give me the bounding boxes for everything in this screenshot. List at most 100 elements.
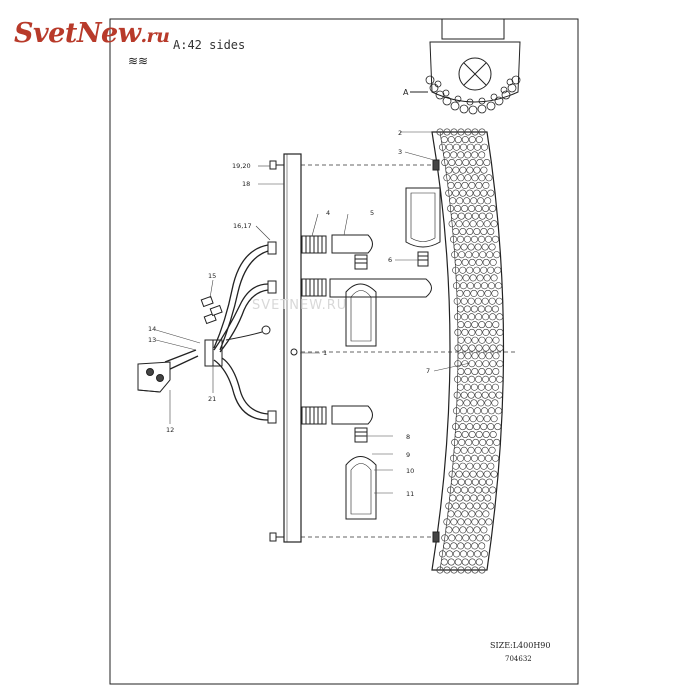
crystal-bead — [475, 313, 483, 321]
crystal-bead — [459, 282, 467, 290]
crystal-bead — [483, 415, 491, 423]
crystal-bead — [484, 383, 492, 391]
crystal-bead — [476, 415, 484, 423]
crystal-bead — [482, 486, 490, 494]
crystal-bead — [485, 478, 493, 486]
crystal-bead — [452, 550, 460, 558]
crystal-bead — [454, 375, 462, 383]
crystal-bead — [460, 243, 468, 251]
crystal-bead — [443, 518, 451, 526]
crystal-bead — [441, 159, 449, 167]
crystal-bead — [468, 360, 476, 368]
crystal-bead — [494, 407, 502, 415]
crystal-bead — [466, 282, 474, 290]
crystal-bead — [489, 375, 497, 383]
crystal-bead — [470, 235, 478, 243]
crystal-bead — [450, 128, 458, 136]
crystal-bead — [464, 478, 472, 486]
crystal-bead — [466, 228, 474, 236]
crystal-bead — [454, 486, 462, 494]
crystal-bead — [448, 470, 456, 478]
callout-2: 2 — [398, 129, 402, 137]
crystal-bead — [474, 446, 482, 454]
crystal-bead — [459, 502, 467, 510]
crystal-bead — [463, 399, 471, 407]
crystal-bead — [492, 321, 500, 329]
terminal-block — [137, 361, 171, 393]
crystal-bead — [480, 189, 488, 197]
crystal-bead — [466, 502, 474, 510]
crystal-bead — [448, 159, 456, 167]
crystal-bead — [480, 143, 488, 151]
crystal-bead — [461, 136, 469, 144]
crystal-bead — [471, 128, 479, 136]
crystal-bead — [488, 391, 496, 399]
crystal-panel — [431, 131, 505, 571]
crystal-bead — [468, 375, 476, 383]
crystal-bead — [461, 258, 469, 266]
crystal-bead — [452, 526, 460, 534]
crystal-bead — [470, 383, 478, 391]
logo-swash-icon: ≋≋ — [128, 54, 149, 68]
crystal-bead — [443, 542, 451, 550]
ground-lug — [261, 325, 271, 335]
crystal-bead — [489, 313, 497, 321]
crystal-bead — [455, 534, 463, 542]
crystal-bead — [478, 478, 486, 486]
crystal-bead — [453, 391, 461, 399]
callout-14: 14 — [148, 325, 156, 333]
crystal-bead — [482, 360, 490, 368]
crystal-bead — [477, 399, 485, 407]
crystal-bead — [480, 266, 488, 274]
crystal-bead — [483, 274, 491, 282]
crystal-bead — [454, 258, 462, 266]
crystal-bead — [491, 399, 499, 407]
crystal-bead — [450, 478, 458, 486]
crystal-bead — [443, 151, 451, 159]
screw-top — [269, 160, 284, 170]
crystal-bead — [456, 289, 464, 297]
crystal-bead — [450, 212, 458, 220]
crystal-bead — [471, 478, 479, 486]
crystal-bead — [445, 526, 453, 534]
callout-13: 13 — [148, 336, 156, 344]
crystal-bead — [460, 297, 468, 305]
crystal-bead — [466, 462, 474, 470]
crystal-bead — [455, 159, 463, 167]
crystal-bead — [487, 189, 495, 197]
crystal-bead — [454, 558, 462, 566]
crystal-bead — [479, 438, 487, 446]
crystal-bead — [457, 212, 465, 220]
crystal-bead — [466, 407, 474, 415]
callout-4: 4 — [326, 209, 330, 217]
crystal-bead — [488, 297, 496, 305]
crystal-bead — [445, 550, 453, 558]
detail-a-crystal-chain — [425, 75, 521, 115]
crystal-bead — [461, 313, 469, 321]
crystal-bead — [490, 220, 498, 228]
crystal-bead — [474, 297, 482, 305]
crystal-bead — [471, 367, 479, 375]
crystal-bead — [452, 407, 460, 415]
callout-21: 21 — [208, 395, 216, 403]
crystal-bead — [477, 197, 485, 205]
crystal-bead — [496, 328, 504, 336]
crystal-bead — [476, 470, 484, 478]
crystal-bead — [467, 446, 475, 454]
callout-15: 15 — [208, 272, 216, 280]
crystal-bead — [450, 518, 458, 526]
socket-middle — [301, 278, 432, 298]
crystal-bead — [480, 282, 488, 290]
crystal-bead — [462, 220, 470, 228]
crystal-bead — [468, 328, 476, 336]
crystal-bead — [475, 258, 483, 266]
crystal-bead — [461, 205, 469, 213]
crystal-bead — [474, 243, 482, 251]
crystal-bead — [464, 128, 472, 136]
crystal-bead — [493, 438, 501, 446]
brand-logo-name: SvetNew — [14, 18, 141, 49]
crystal-bead — [464, 542, 472, 550]
crystal-bead — [478, 174, 486, 182]
crystal-bead — [478, 566, 486, 574]
